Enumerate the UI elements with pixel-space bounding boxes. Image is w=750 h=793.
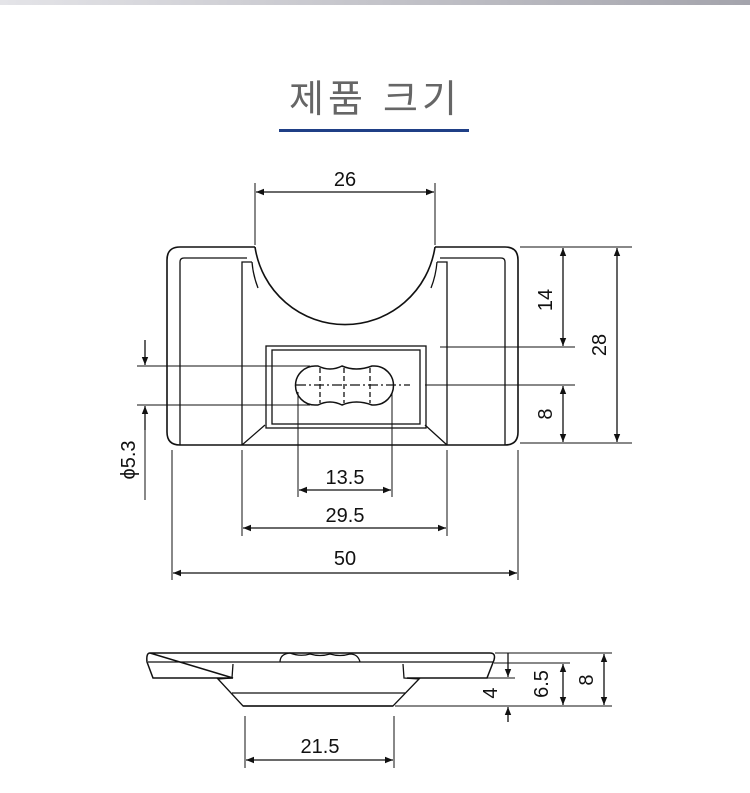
dim-total-height: 8 <box>576 674 598 685</box>
dim-height-total: 28 <box>589 334 611 356</box>
saddle-arc <box>254 246 436 326</box>
dim-mid-height: 6.5 <box>531 670 553 698</box>
dim-overall-width: 50 <box>334 548 356 570</box>
inner-recess <box>241 261 448 446</box>
plate <box>146 652 496 679</box>
outer-outline <box>166 246 519 446</box>
dim-top-width: 26 <box>334 169 356 191</box>
dim-hole-diameter: ϕ5.3 <box>118 440 140 479</box>
dim-height-upper: 14 <box>535 289 557 311</box>
slot-recess <box>265 345 427 429</box>
dim-depth: 4 <box>480 687 502 698</box>
page-title: 제품 크기 <box>289 77 461 121</box>
side-view: 4 6.5 8 21.5 <box>146 652 612 768</box>
slot <box>294 365 395 406</box>
dim-inner-width: 29.5 <box>326 505 365 527</box>
top-view: 26 14 28 8 ϕ5.3 13.5 29.5 50 <box>118 169 632 580</box>
boss <box>216 663 421 707</box>
dim-slot-length: 13.5 <box>326 467 365 489</box>
inner-outline <box>179 257 506 445</box>
dim-base-width: 21.5 <box>301 736 340 758</box>
dim-height-lower: 8 <box>535 408 557 419</box>
title-underline <box>279 129 469 132</box>
top-gradient-bar <box>0 0 750 5</box>
